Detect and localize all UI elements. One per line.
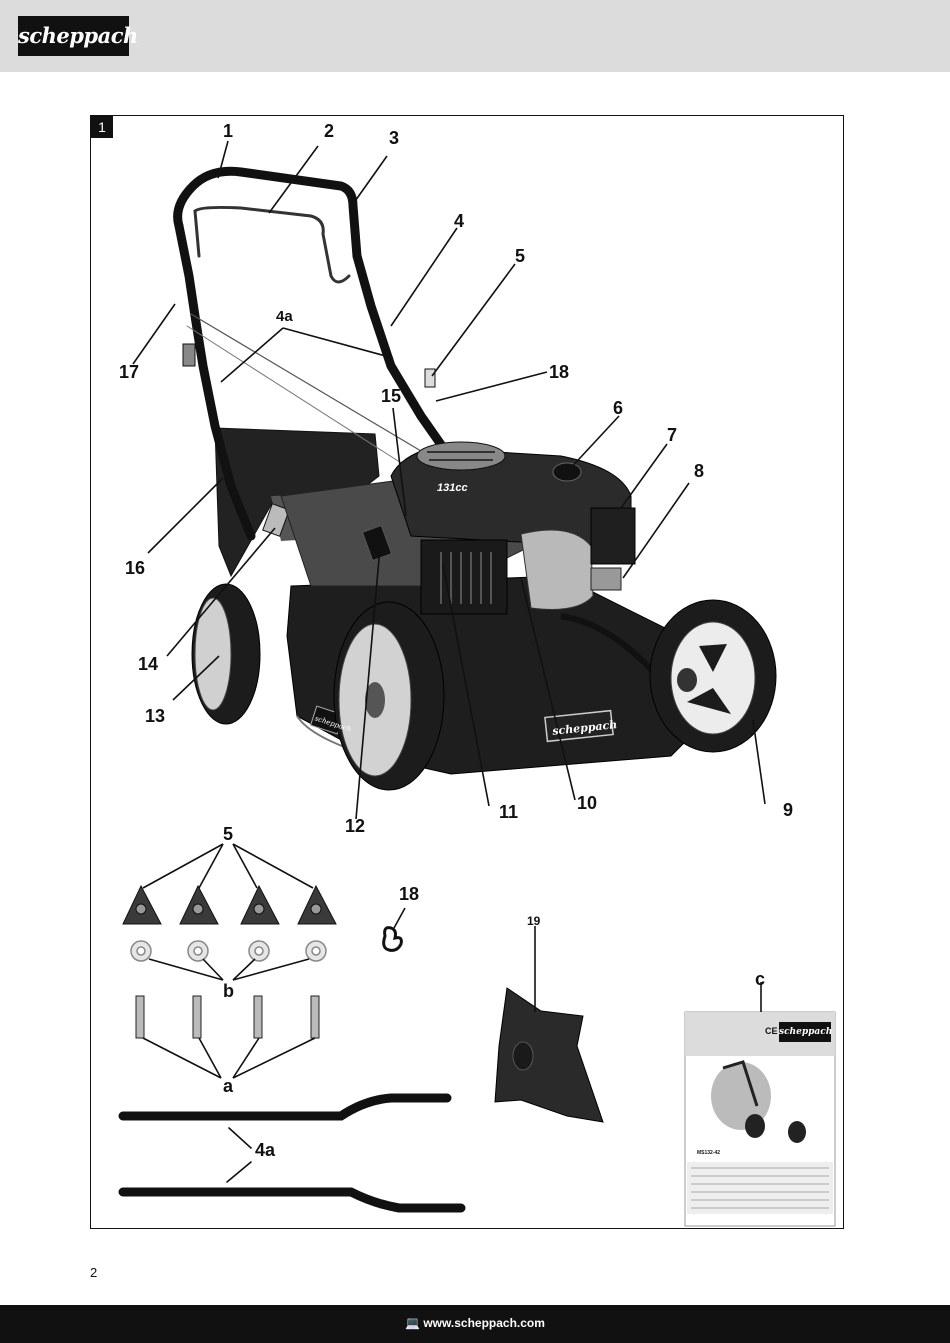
parts-label-19: 19 bbox=[527, 914, 541, 928]
bolt-icon bbox=[135, 995, 320, 1039]
callout-2: 2 bbox=[324, 121, 335, 141]
callout-10: 10 bbox=[577, 793, 598, 813]
figure-number: 1 bbox=[91, 116, 113, 138]
cover-logo: scheppach bbox=[779, 1022, 832, 1042]
brand-logo: scheppach bbox=[18, 16, 138, 56]
cover-model: MS132-42 bbox=[697, 1150, 721, 1156]
page-number: 2 bbox=[90, 1265, 98, 1280]
parts-label-b: b bbox=[223, 981, 234, 1001]
callout-17: 17 bbox=[119, 362, 140, 382]
star-knob-icon bbox=[122, 884, 337, 925]
parts-label-c: c bbox=[755, 969, 766, 989]
callout-11: 11 bbox=[499, 802, 519, 822]
callout-6: 6 bbox=[613, 398, 624, 418]
callout-14: 14 bbox=[138, 654, 159, 674]
callout-15: 15 bbox=[381, 386, 402, 406]
parts-label-4a: 4a bbox=[255, 1140, 276, 1160]
engine-icon bbox=[361, 441, 660, 678]
callout-3: 3 bbox=[389, 128, 400, 148]
cover-ce: CE bbox=[765, 1026, 778, 1036]
parts-label-a: a bbox=[223, 1076, 234, 1096]
callout-1: 1 bbox=[223, 121, 234, 141]
callout-18: 18 bbox=[549, 362, 570, 382]
engine-marking: 131cc bbox=[437, 482, 468, 494]
figure-frame: 1 bbox=[90, 115, 844, 1229]
callout-7: 7 bbox=[667, 425, 678, 445]
parts-label-18: 18 bbox=[399, 884, 420, 904]
strut-bar-icon bbox=[118, 1093, 466, 1213]
wheel-rear-left-icon bbox=[191, 583, 261, 725]
leader-lines bbox=[132, 140, 766, 820]
callout-4: 4 bbox=[454, 211, 465, 231]
side-flap-icon bbox=[494, 926, 604, 1123]
wheel-front-right-icon bbox=[649, 599, 777, 753]
footer-url[interactable]: 💻 www.scheppach.com bbox=[0, 1316, 950, 1330]
washer-icon bbox=[130, 940, 327, 962]
parts-label-5: 5 bbox=[223, 824, 234, 844]
monitor-icon: 💻 bbox=[405, 1316, 424, 1330]
wheel-front-left-icon bbox=[333, 601, 445, 791]
callout-4a: 4a bbox=[276, 308, 293, 325]
page-footer: 💻 www.scheppach.com bbox=[0, 1305, 950, 1343]
clip-icon bbox=[382, 907, 406, 952]
callout-12: 12 bbox=[345, 816, 366, 836]
mower-illustration: 131cc scheppach scheppach bbox=[118, 140, 836, 1227]
callout-8: 8 bbox=[694, 461, 705, 481]
callout-13: 13 bbox=[145, 706, 166, 726]
footer-url-text: www.scheppach.com bbox=[423, 1316, 545, 1330]
callout-5: 5 bbox=[515, 246, 526, 266]
manual-cover-icon bbox=[684, 982, 836, 1227]
callout-16: 16 bbox=[125, 558, 146, 578]
callout-9: 9 bbox=[783, 800, 794, 820]
page-header: scheppach bbox=[0, 0, 950, 72]
